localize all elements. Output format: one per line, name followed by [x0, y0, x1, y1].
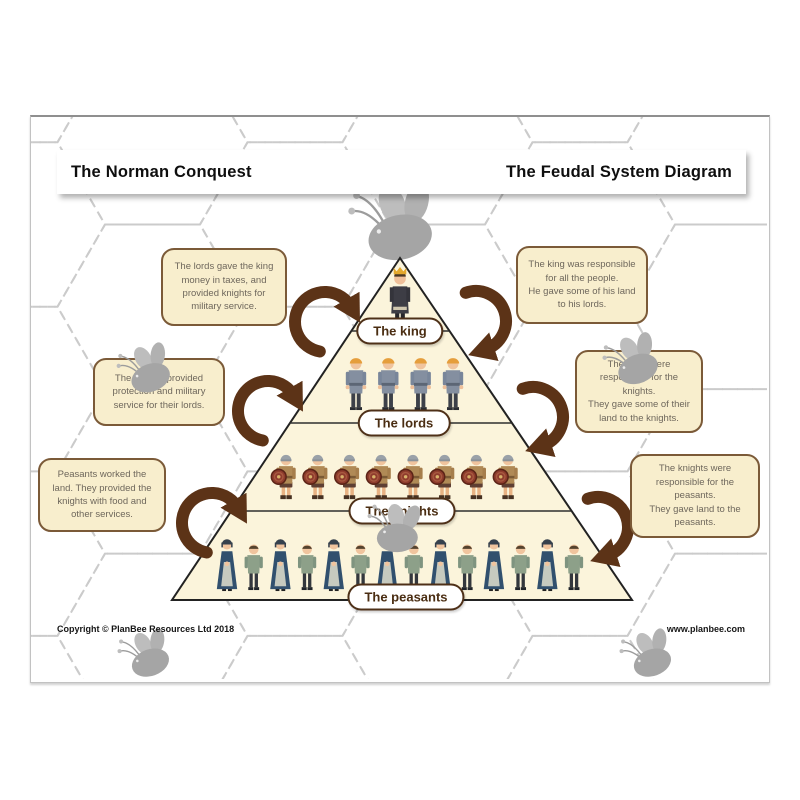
hexagon-outline — [628, 718, 800, 800]
level-label-king: The king — [356, 317, 444, 345]
hexagon-outline — [628, 0, 800, 60]
note-lords-responsibility: The lords were responsible for the knigh… — [575, 350, 703, 434]
level-label-peasants: The peasants — [347, 583, 465, 611]
hexagon-outline — [770, 636, 800, 800]
page-title-left: The Norman Conquest — [71, 162, 252, 181]
note-knights-to-lords: The knights provided protection and mili… — [93, 358, 225, 426]
level-label-knights: The knights — [348, 497, 456, 525]
hexagon-outline — [58, 0, 248, 60]
page-title-right: The Feudal System Diagram — [506, 162, 732, 181]
level-label-lords: The lords — [357, 409, 451, 437]
hexagon-outline — [58, 718, 248, 800]
note-king-responsibility: The king was responsible for all the peo… — [516, 246, 648, 324]
hexagon-outline — [343, 718, 533, 800]
hexagon-outline — [770, 142, 800, 306]
note-knights-responsibility: The knights were responsible for the pea… — [630, 454, 760, 538]
header-bar: The Norman Conquest The Feudal System Di… — [57, 150, 746, 194]
hexagon-outline — [770, 0, 800, 142]
hexagon-outline — [770, 471, 800, 636]
hexagon-outline — [770, 307, 800, 472]
note-peasants-to-knights: Peasants worked the land. They provided … — [38, 458, 166, 532]
copyright-text: Copyright © PlanBee Resources Ltd 2018 — [57, 624, 235, 634]
note-lords-to-king: The lords gave the king money in taxes, … — [161, 248, 287, 326]
website-text: www.planbee.com — [666, 624, 745, 634]
hexagon-outline — [343, 0, 533, 60]
